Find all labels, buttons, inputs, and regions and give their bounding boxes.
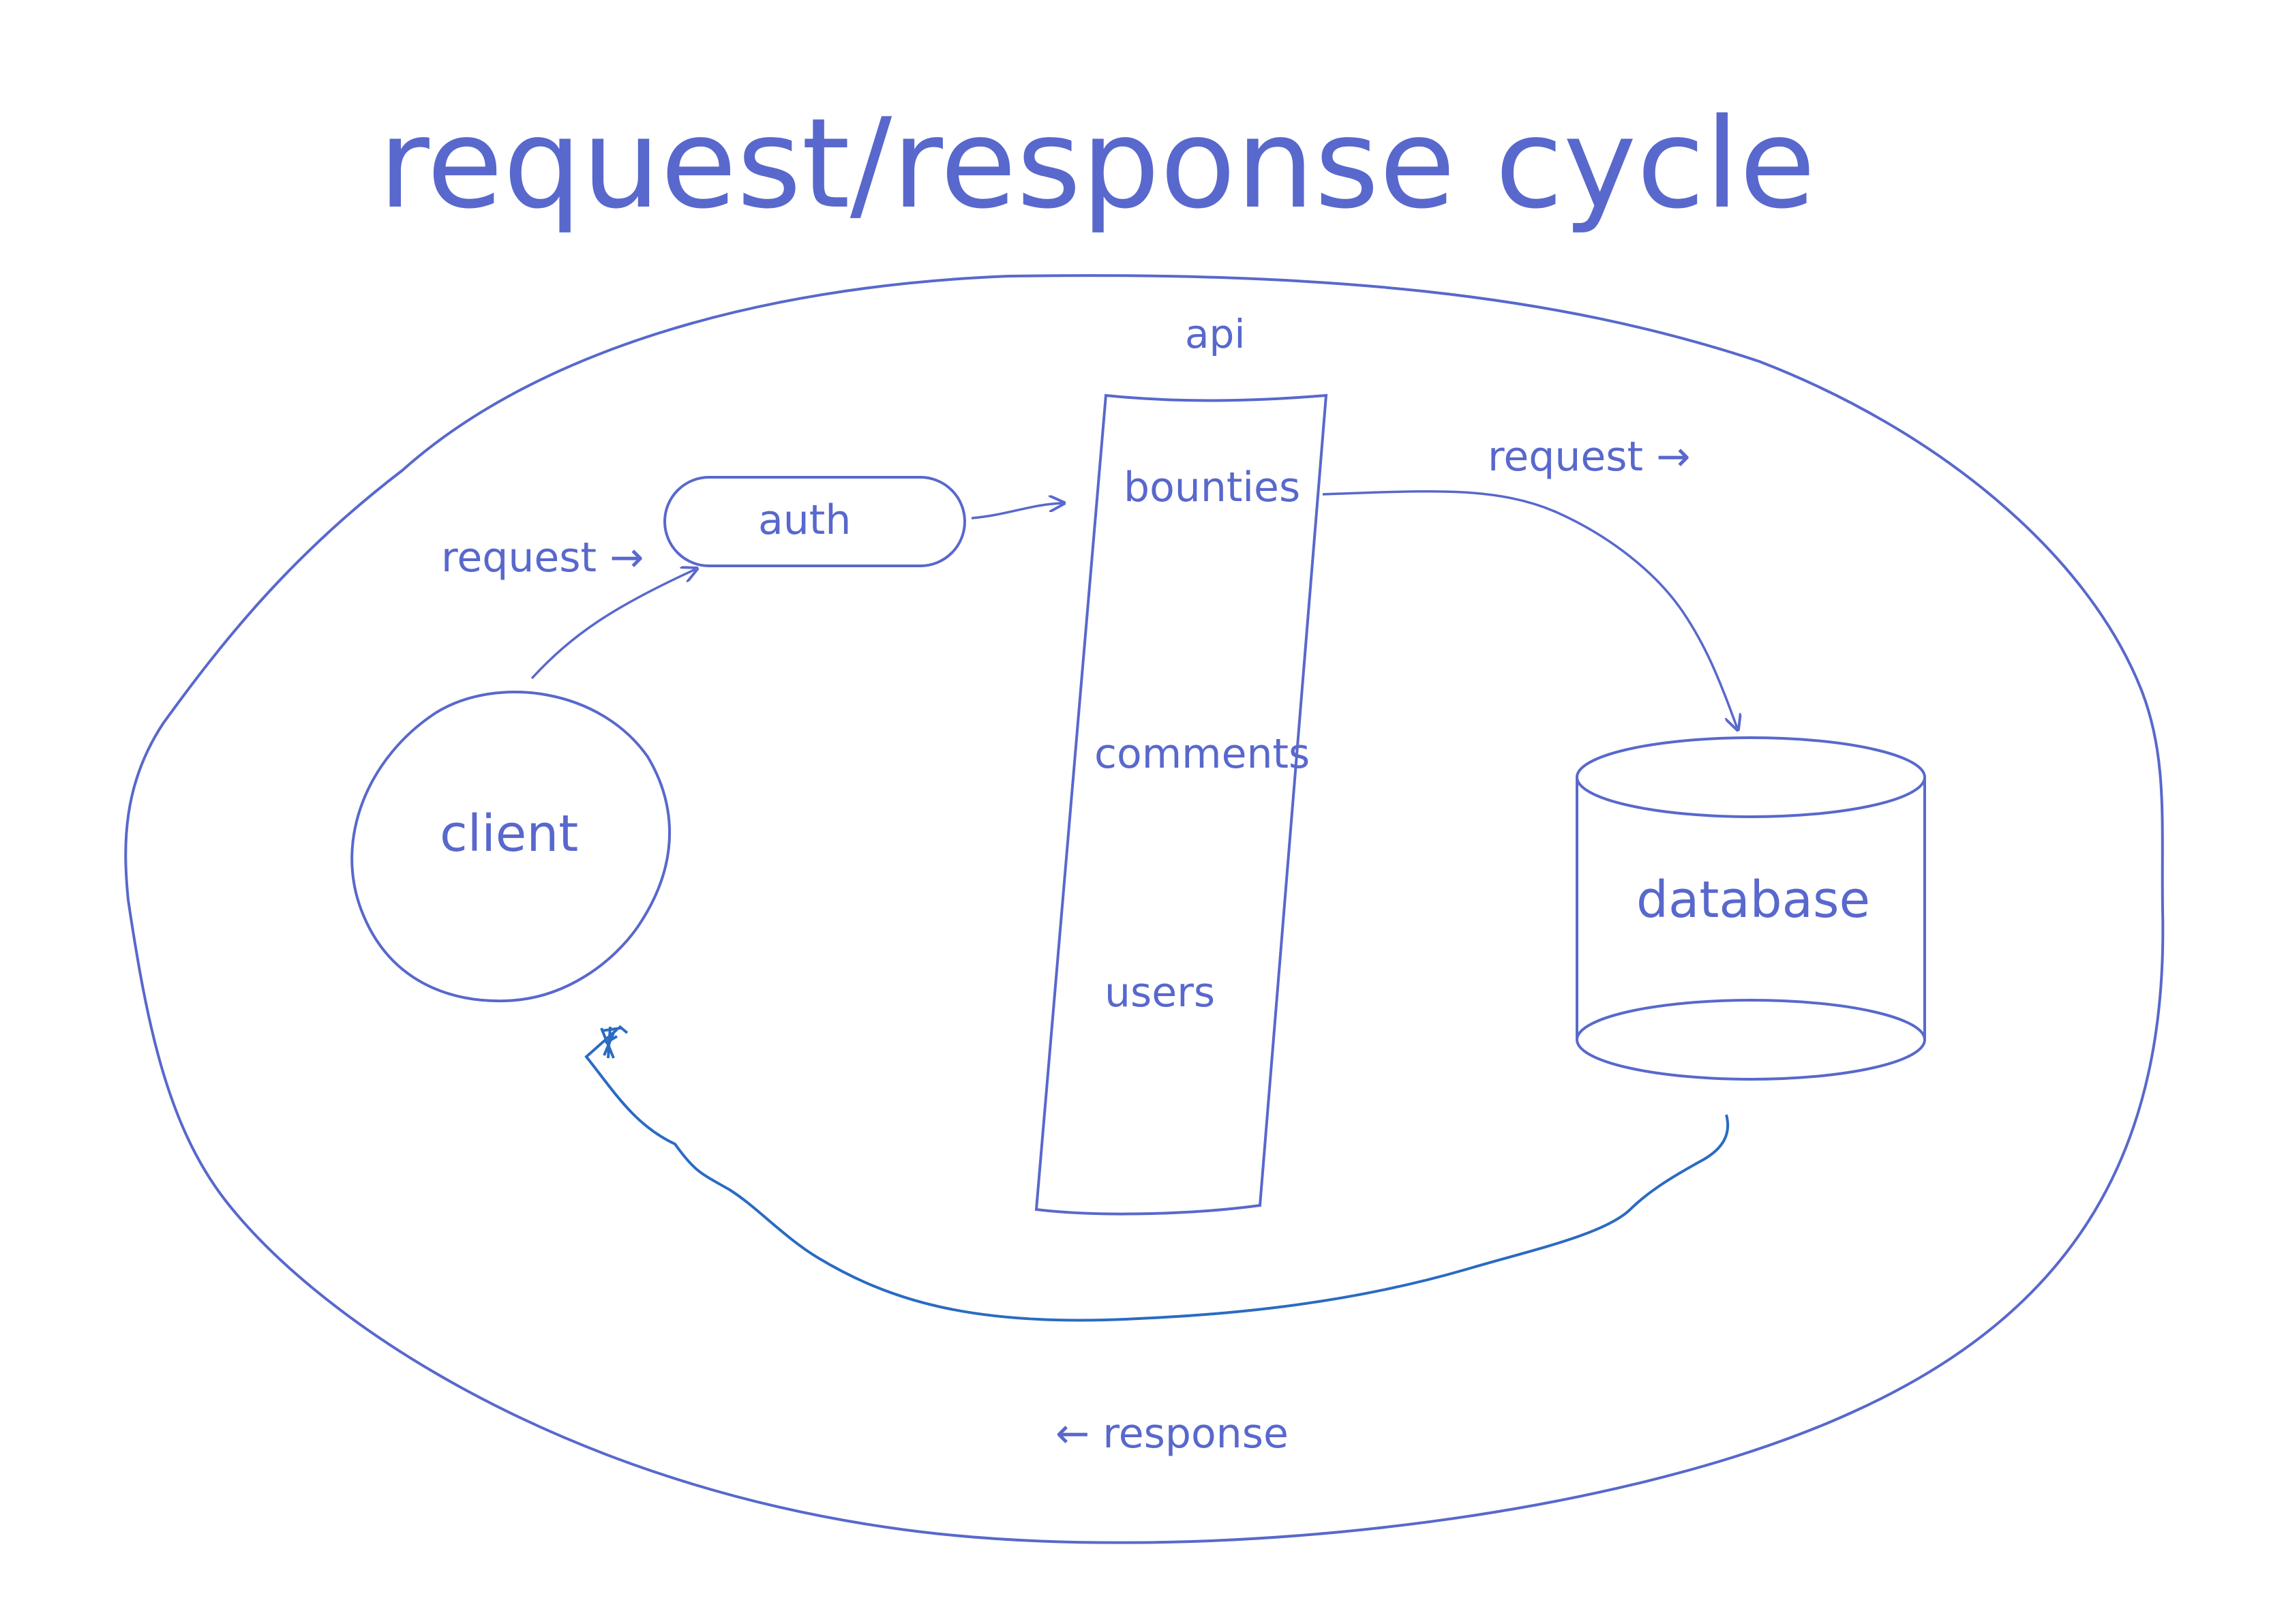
database-bottom xyxy=(1576,999,1926,1081)
api-route-comments: comments xyxy=(1094,730,1310,778)
system-boundary xyxy=(124,274,2165,1544)
edge-auth-to-api xyxy=(971,503,1062,520)
edge-label-database-to-client: ← response xyxy=(1055,1410,1289,1458)
client-node: client xyxy=(350,691,672,1003)
client-shape xyxy=(350,691,672,1003)
auth-shape xyxy=(663,476,966,567)
edge-label-client-to-auth: request → xyxy=(441,534,644,582)
api-column-shape xyxy=(1034,393,1328,1216)
auth-label: auth xyxy=(758,496,851,544)
edge-label-api-to-database: request → xyxy=(1488,433,1690,481)
api-route-users: users xyxy=(1105,969,1215,1017)
database-top xyxy=(1576,736,1926,818)
diagram-title: request/response cycle xyxy=(378,91,1816,236)
client-label: client xyxy=(440,805,578,863)
api-route-bounties: bounties xyxy=(1124,464,1300,511)
auth-node: auth xyxy=(663,476,966,567)
edge-database-to-client xyxy=(584,1028,1730,1322)
edge-client-to-auth xyxy=(530,569,695,680)
database-label: database xyxy=(1636,871,1870,929)
database-node: database xyxy=(1576,736,1926,1081)
api-node: bounties comments users xyxy=(1034,393,1328,1216)
edge-api-to-database xyxy=(1322,490,1737,728)
response-arrowhead-scribble xyxy=(600,1025,629,1059)
api-label: api xyxy=(1185,311,1245,357)
